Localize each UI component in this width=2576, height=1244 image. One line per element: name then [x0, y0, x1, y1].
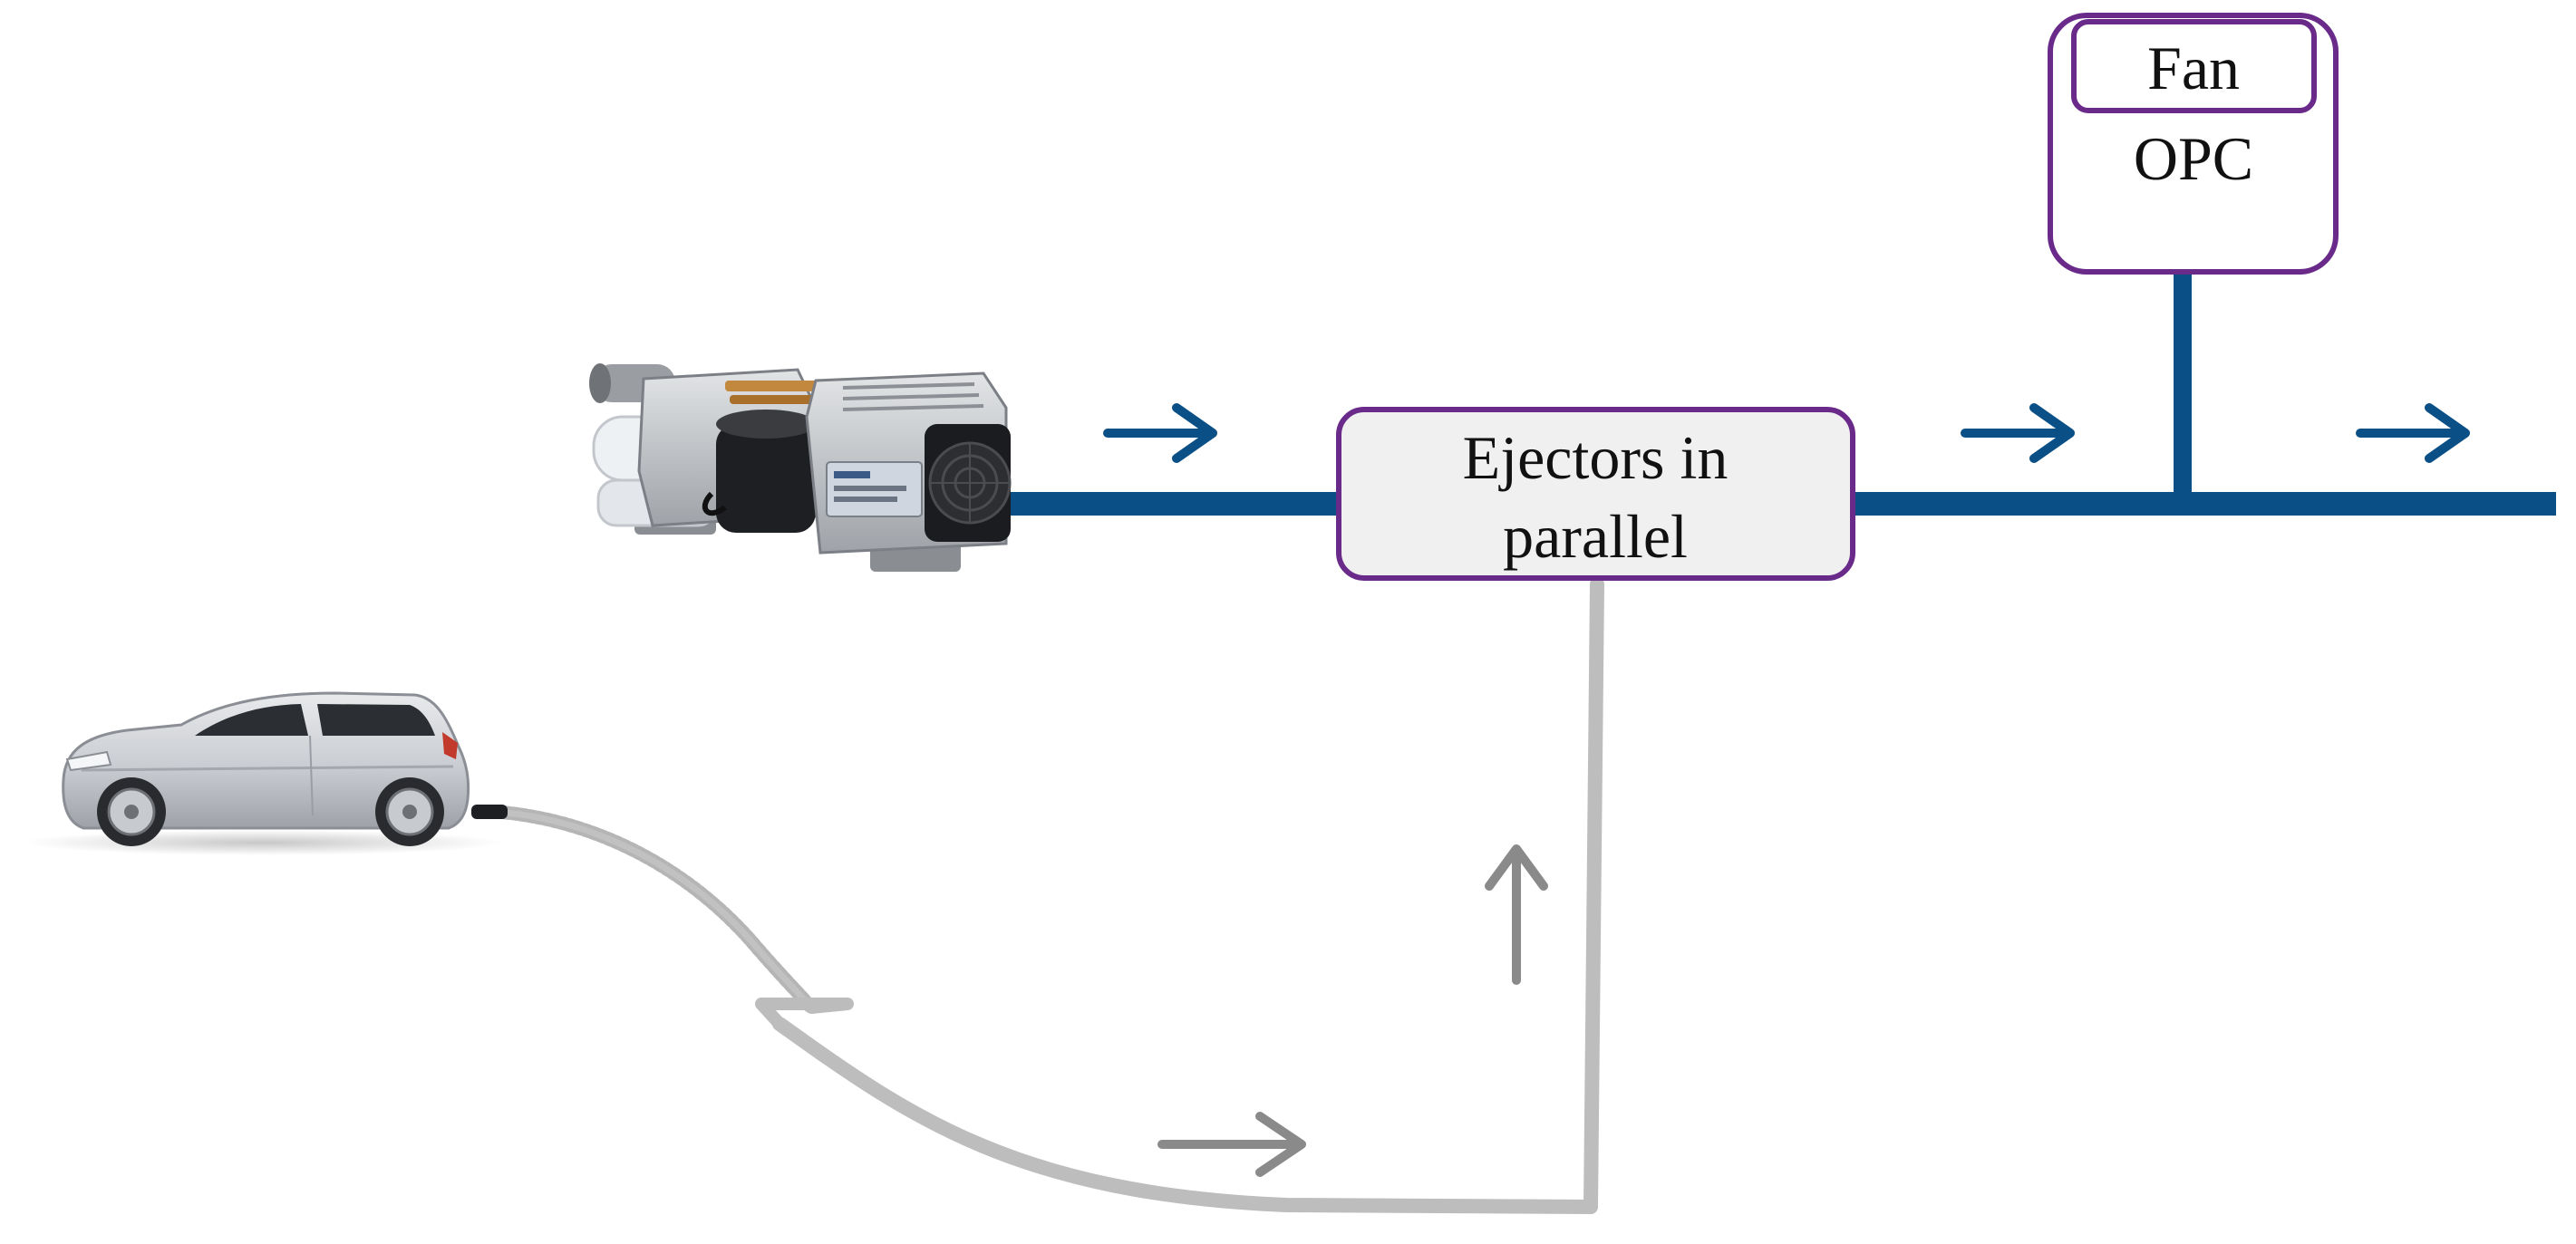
exhaust-line — [489, 577, 1604, 1214]
ejectors-label-line2: parallel — [1503, 502, 1688, 571]
vacuum-pump-icon — [589, 363, 1012, 572]
ejectors-box: Ejectors in parallel — [1336, 407, 1855, 581]
exhaust-zigzag — [755, 998, 854, 1030]
exhaust-arrow-up — [1485, 844, 1548, 985]
exhaust-pipe — [772, 577, 1604, 1214]
fan-box — [2071, 19, 2317, 113]
flow-arrow-1 — [1103, 403, 1217, 463]
fan-label: Fan — [2147, 34, 2240, 102]
car-icon — [23, 691, 508, 855]
opc-box: Fan OPC — [2048, 13, 2339, 275]
flow-arrow-3 — [2356, 403, 2470, 463]
main-pipe — [997, 268, 2556, 516]
exhaust-arrow-right — [1157, 1112, 1306, 1177]
opc-label: OPC — [2134, 124, 2253, 193]
exhaust-plume — [489, 805, 818, 1015]
flow-arrow-2 — [1961, 403, 2075, 463]
ejectors-label-line1: Ejectors in — [1463, 423, 1729, 492]
